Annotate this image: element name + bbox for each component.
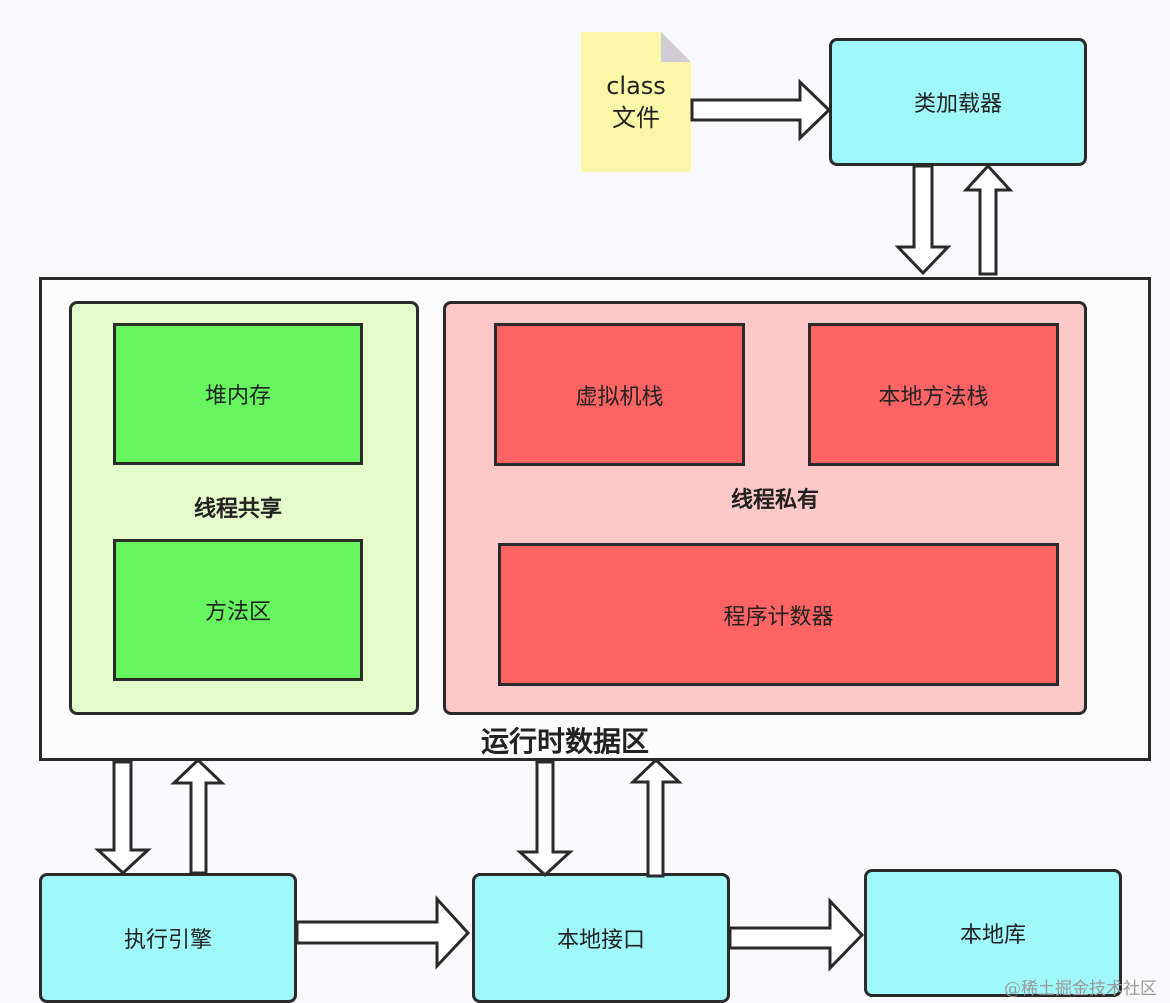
- arrow-up-icon: [629, 757, 683, 878]
- thread-private-label: 线程私有: [730, 488, 819, 513]
- arrow-up-icon: [170, 757, 226, 875]
- method-area-node[interactable]: 方法区: [113, 539, 363, 681]
- program-counter-label: 程序计数器: [723, 604, 834, 630]
- arrow-right-icon: [690, 78, 832, 142]
- vm-stack-label: 虚拟机栈: [575, 384, 664, 410]
- program-counter-node[interactable]: 程序计数器: [498, 543, 1059, 686]
- native-method-stack-node[interactable]: 本地方法栈: [808, 323, 1059, 466]
- native-interface-label: 本地接口: [556, 928, 645, 953]
- execution-engine-label: 执行引擎: [123, 928, 212, 953]
- runtime-data-area-title: 运行时数据区: [480, 725, 649, 758]
- document-icon: [581, 32, 691, 172]
- arrow-down-icon: [516, 760, 574, 878]
- class-loader-node[interactable]: 类加载器: [829, 38, 1087, 166]
- native-library-label: 本地库: [959, 923, 1026, 948]
- class-file-node: class 文件: [581, 32, 691, 172]
- class-loader-label: 类加载器: [913, 92, 1002, 117]
- arrow-down-icon: [894, 164, 952, 276]
- method-area-label: 方法区: [204, 600, 271, 625]
- arrow-right-icon: [728, 897, 865, 972]
- thread-shared-label: 线程共享: [193, 497, 282, 522]
- watermark: @稀土掘金技术社区: [1004, 979, 1157, 999]
- arrow-right-icon: [295, 895, 471, 970]
- execution-engine-node[interactable]: 执行引擎: [39, 873, 297, 1003]
- class-file-label-line2: 文件: [612, 104, 660, 132]
- native-interface-node[interactable]: 本地接口: [472, 873, 730, 1003]
- heap-memory-node[interactable]: 堆内存: [113, 323, 363, 465]
- heap-memory-label: 堆内存: [204, 384, 271, 409]
- native-library-node[interactable]: 本地库: [864, 869, 1122, 997]
- class-file-label-line1: class: [606, 72, 666, 100]
- native-method-stack-label: 本地方法栈: [878, 384, 989, 410]
- vm-stack-node[interactable]: 虚拟机栈: [494, 323, 745, 466]
- arrow-up-icon: [962, 163, 1014, 276]
- arrow-down-icon: [94, 760, 152, 876]
